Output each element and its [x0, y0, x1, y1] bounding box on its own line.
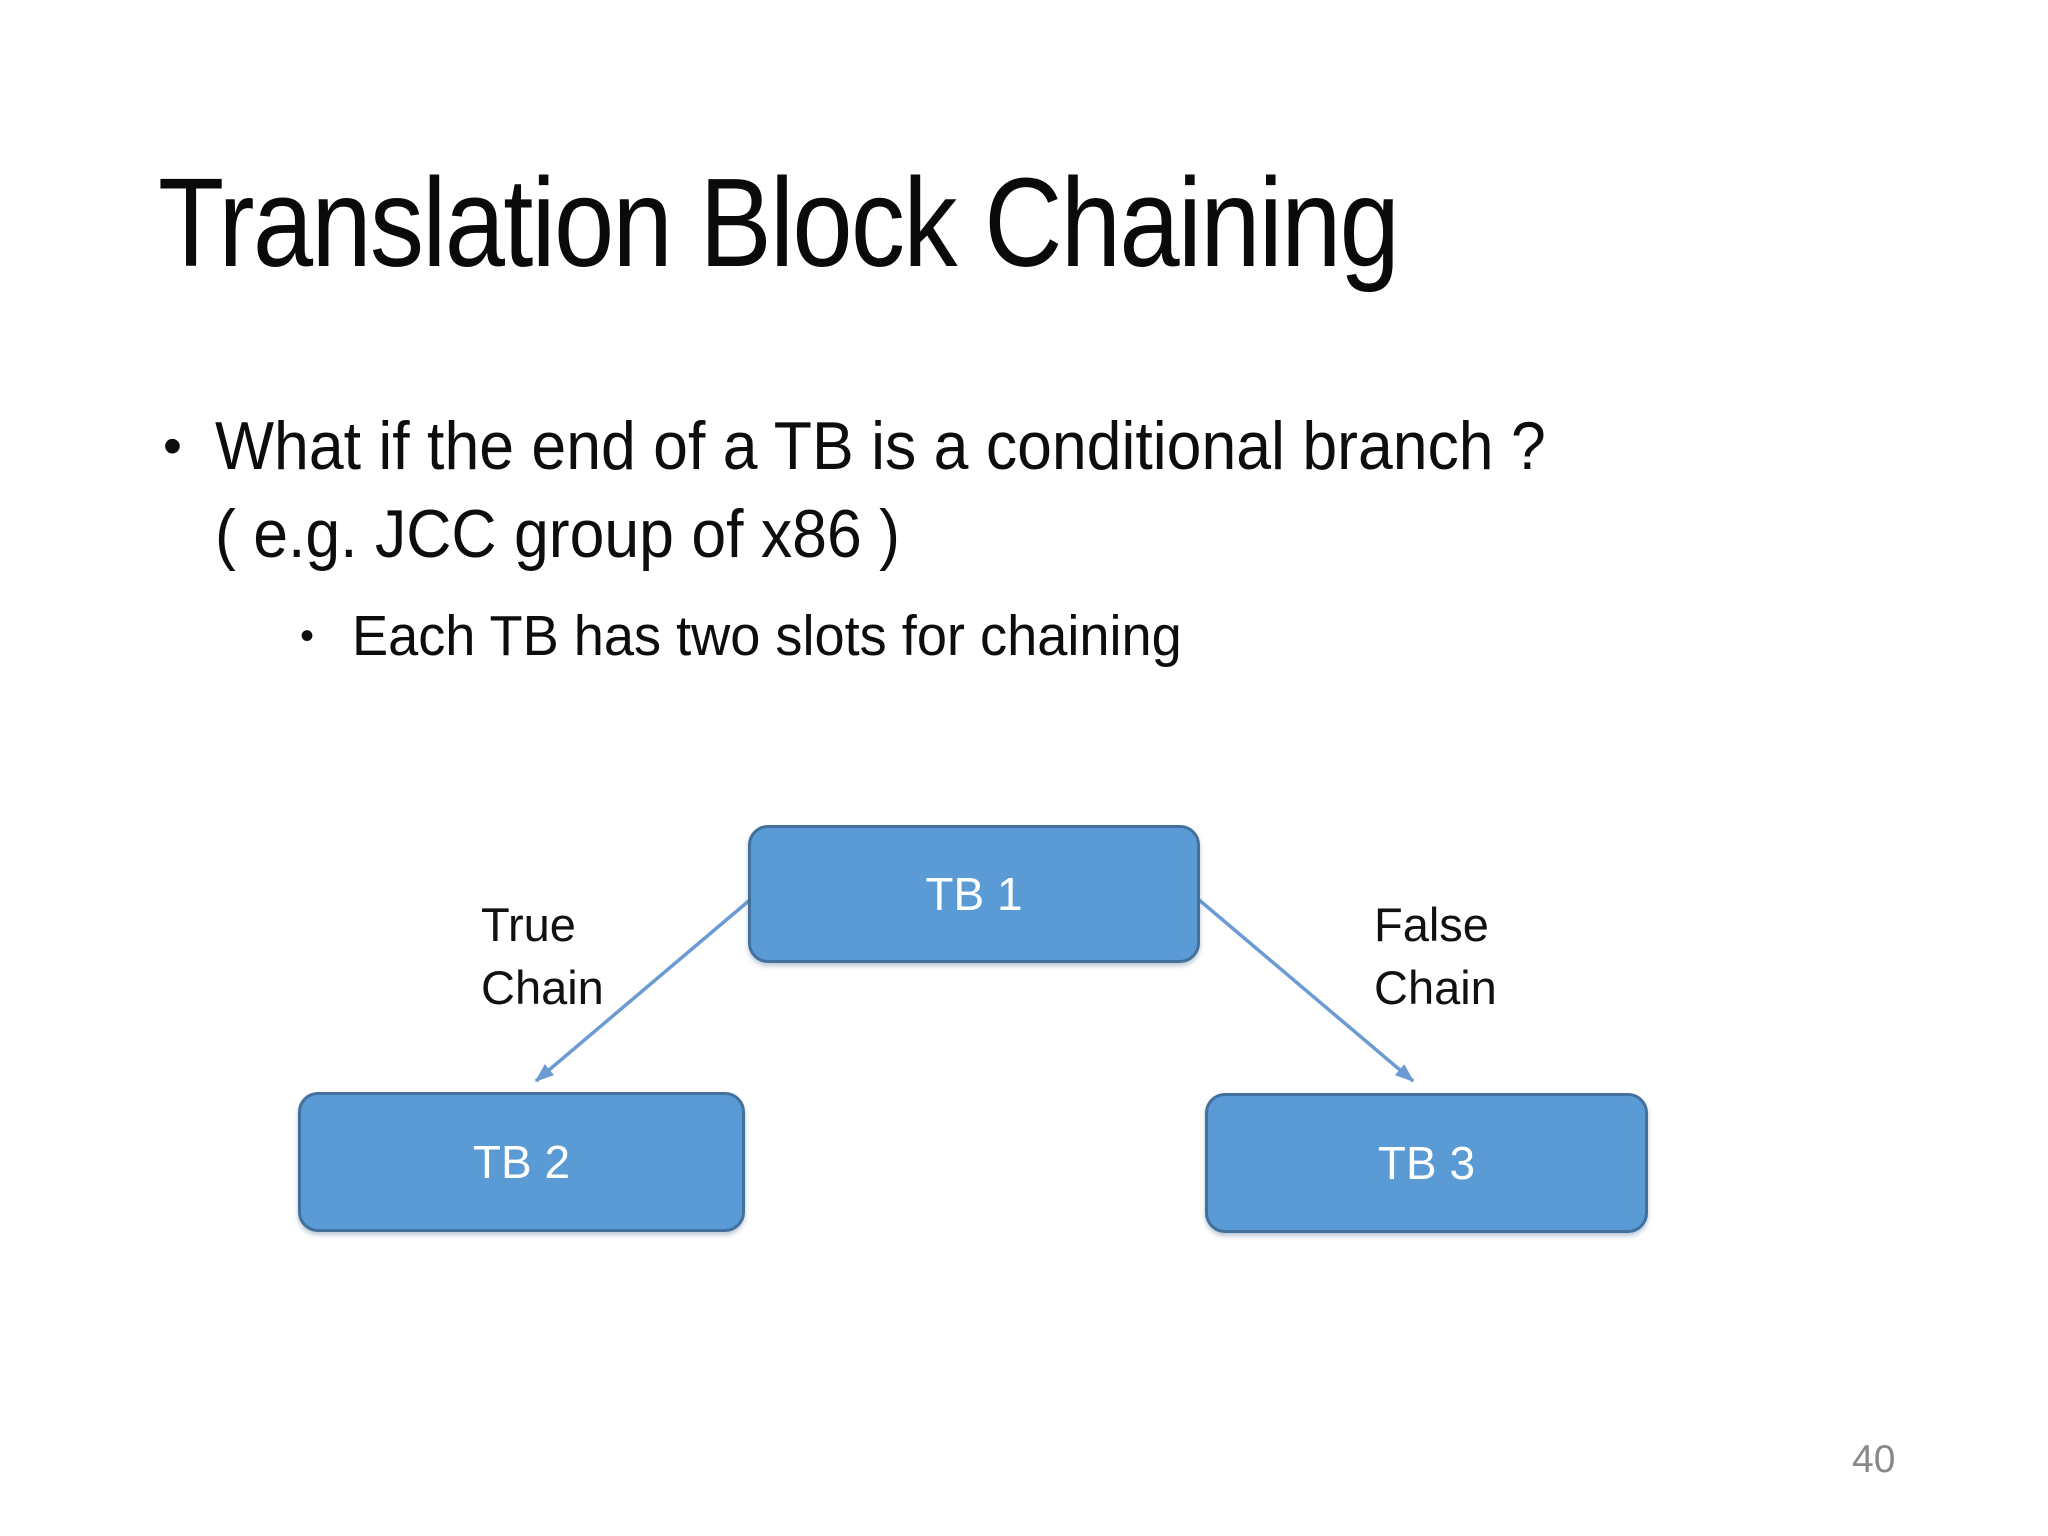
slide-title: Translation Block Chaining: [158, 152, 1400, 293]
bullet-icon: •: [163, 416, 182, 476]
bullet-icon: •: [300, 614, 315, 658]
page-number: 40: [1852, 1438, 1896, 1481]
tb3-label: TB 3: [1377, 1137, 1476, 1189]
tb1-node: TB 1: [748, 825, 1200, 963]
tb2-node: TB 2: [298, 1092, 745, 1232]
bullet-item-main: • What if the end of a TB is a condition…: [163, 402, 1923, 578]
tb2-label: TB 2: [472, 1136, 571, 1188]
bullet-item-sub: • Each TB has two slots for chaining: [300, 600, 1923, 672]
false-chain-label-line2: Chain: [1374, 961, 1497, 1014]
false-chain-label: False Chain: [1374, 893, 1497, 1019]
bullet-main-line2: ( e.g. JCC group of x86 ): [215, 496, 900, 572]
bullet-list: • What if the end of a TB is a condition…: [163, 402, 1923, 672]
tb1-label: TB 1: [925, 868, 1023, 920]
true-chain-label-line2: Chain: [481, 961, 604, 1014]
false-chain-label-line1: False: [1374, 898, 1489, 951]
bullet-main-text: What if the end of a TB is a conditional…: [215, 402, 1662, 578]
bullet-main-line1: What if the end of a TB is a conditional…: [215, 408, 1546, 484]
tb3-node: TB 3: [1205, 1093, 1648, 1233]
true-chain-label: True Chain: [481, 893, 604, 1019]
bullet-sub-text: Each TB has two slots for chaining: [352, 604, 1182, 668]
true-chain-label-line1: True: [481, 898, 576, 951]
